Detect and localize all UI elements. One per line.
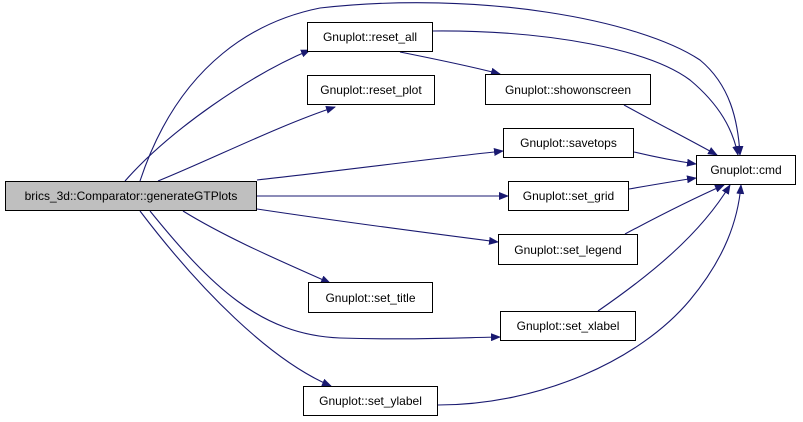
edge-root-to-set-xlabel <box>149 210 501 342</box>
node-cmd[interactable]: Gnuplot::cmd <box>696 155 796 185</box>
node-set-ylabel[interactable]: Gnuplot::set_ylabel <box>303 386 438 416</box>
edge-savetops-to-cmd <box>633 151 697 167</box>
edge-root-to-set-ylabel <box>139 210 332 387</box>
node-label: Gnuplot::set_ylabel <box>319 394 422 408</box>
node-label: Gnuplot::reset_all <box>322 30 418 44</box>
edge-root-to-savetops <box>256 147 504 181</box>
node-label: Gnuplot::set_xlabel <box>516 319 620 333</box>
node-label: Gnuplot::set_title <box>325 290 416 305</box>
node-label: Gnuplot::reset_plot <box>320 83 422 97</box>
node-label: brics_3d::Comparator::generateGTPlots <box>24 189 238 203</box>
edge-root-to-reset-all <box>124 49 311 182</box>
edge-reset-all-to-cmd <box>432 30 741 156</box>
node-label: Gnuplot::cmd <box>710 163 782 177</box>
node-savetops[interactable]: Gnuplot::savetops <box>503 128 634 158</box>
edge-set-xlabel-to-cmd <box>597 184 731 312</box>
edge-root-to-cmd <box>139 2 744 182</box>
node-set-title[interactable]: Gnuplot::set_title <box>308 282 433 313</box>
node-label: Gnuplot::set_grid <box>522 189 615 203</box>
edge-reset-all-to-showonscreen <box>399 51 501 76</box>
edge-showonscreen-to-cmd <box>623 104 718 156</box>
node-reset-plot[interactable]: Gnuplot::reset_plot <box>307 75 435 105</box>
node-label: Gnuplot::showonscreen <box>504 82 632 97</box>
edge-root-to-set-legend <box>256 208 499 245</box>
node-showonscreen[interactable]: Gnuplot::showonscreen <box>485 74 651 105</box>
edge-set-grid-to-cmd <box>628 175 697 190</box>
edge-set-ylabel-to-cmd <box>437 184 745 406</box>
node-label: Gnuplot::set_legend <box>514 242 622 257</box>
node-set-grid[interactable]: Gnuplot::set_grid <box>508 181 629 211</box>
node-label: Gnuplot::savetops <box>520 136 617 150</box>
edge-root-to-reset-plot <box>157 105 336 182</box>
node-root-generate-gt-plots[interactable]: brics_3d::Comparator::generateGTPlots <box>5 181 257 211</box>
node-reset-all[interactable]: Gnuplot::reset_all <box>307 22 433 52</box>
node-set-xlabel[interactable]: Gnuplot::set_xlabel <box>500 311 636 341</box>
node-set-legend[interactable]: Gnuplot::set_legend <box>498 234 638 265</box>
edge-root-to-set-title <box>182 210 331 284</box>
edge-set-legend-to-cmd <box>624 184 725 235</box>
